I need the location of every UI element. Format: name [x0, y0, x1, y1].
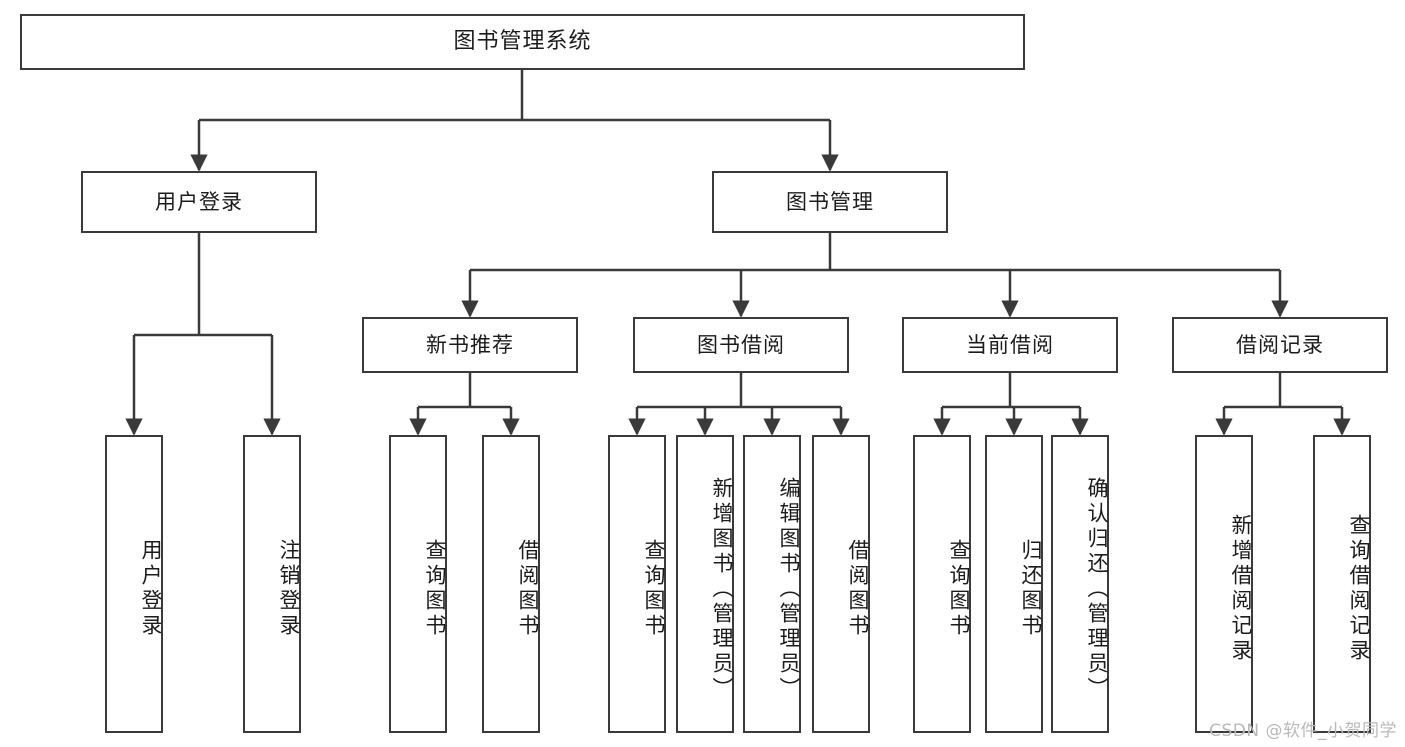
- node-new-book-rec[interactable]: 新书推荐: [362, 317, 578, 373]
- node-label: 图书管理: [786, 189, 874, 214]
- node-leaf-confirm-return[interactable]: 确认归还（管理员）: [1051, 435, 1109, 733]
- node-label: 新增图书（管理员）: [710, 476, 734, 702]
- node-label: 查询图书: [642, 539, 666, 639]
- node-leaf-user-logout[interactable]: 注销登录: [243, 435, 301, 733]
- node-label: 借阅记录: [1236, 332, 1324, 357]
- node-label: 新书推荐: [426, 332, 514, 357]
- node-label: 用户登录: [139, 539, 163, 639]
- node-leaf-add-record[interactable]: 新增借阅记录: [1195, 435, 1253, 733]
- node-label: 借阅图书: [516, 539, 540, 639]
- node-label: 当前借阅: [966, 332, 1054, 357]
- node-label: 确认归还（管理员）: [1085, 476, 1109, 702]
- node-label: 编辑图书（管理员）: [777, 476, 801, 702]
- node-label: 图书借阅: [697, 332, 785, 357]
- node-leaf-user-login[interactable]: 用户登录: [105, 435, 163, 733]
- node-borrow-record[interactable]: 借阅记录: [1172, 317, 1388, 373]
- node-leaf-return-book[interactable]: 归还图书: [985, 435, 1043, 733]
- node-leaf-query-book-3[interactable]: 查询图书: [913, 435, 971, 733]
- node-current-borrow[interactable]: 当前借阅: [902, 317, 1118, 373]
- node-book-admin[interactable]: 图书管理: [712, 171, 948, 233]
- node-leaf-borrow-book-1[interactable]: 借阅图书: [482, 435, 540, 733]
- node-leaf-query-record[interactable]: 查询借阅记录: [1313, 435, 1371, 733]
- node-label: 查询借阅记录: [1347, 514, 1371, 664]
- node-label: 新增借阅记录: [1229, 514, 1253, 664]
- node-label: 注销登录: [277, 539, 301, 639]
- watermark-text: CSDN @软件_小贺同学: [1209, 721, 1397, 741]
- node-book-borrow[interactable]: 图书借阅: [633, 317, 849, 373]
- node-leaf-query-book-1[interactable]: 查询图书: [389, 435, 447, 733]
- node-label: 图书管理系统: [453, 29, 592, 55]
- node-user-login[interactable]: 用户登录: [81, 171, 317, 233]
- node-label: 查询图书: [947, 539, 971, 639]
- node-leaf-borrow-book-2[interactable]: 借阅图书: [812, 435, 870, 733]
- node-leaf-add-book[interactable]: 新增图书（管理员）: [676, 435, 734, 733]
- node-label: 用户登录: [155, 189, 243, 214]
- node-label: 归还图书: [1019, 539, 1043, 639]
- node-root[interactable]: 图书管理系统: [20, 14, 1025, 70]
- node-leaf-query-book-2[interactable]: 查询图书: [608, 435, 666, 733]
- node-label: 借阅图书: [846, 539, 870, 639]
- node-label: 查询图书: [423, 539, 447, 639]
- node-leaf-edit-book[interactable]: 编辑图书（管理员）: [743, 435, 801, 733]
